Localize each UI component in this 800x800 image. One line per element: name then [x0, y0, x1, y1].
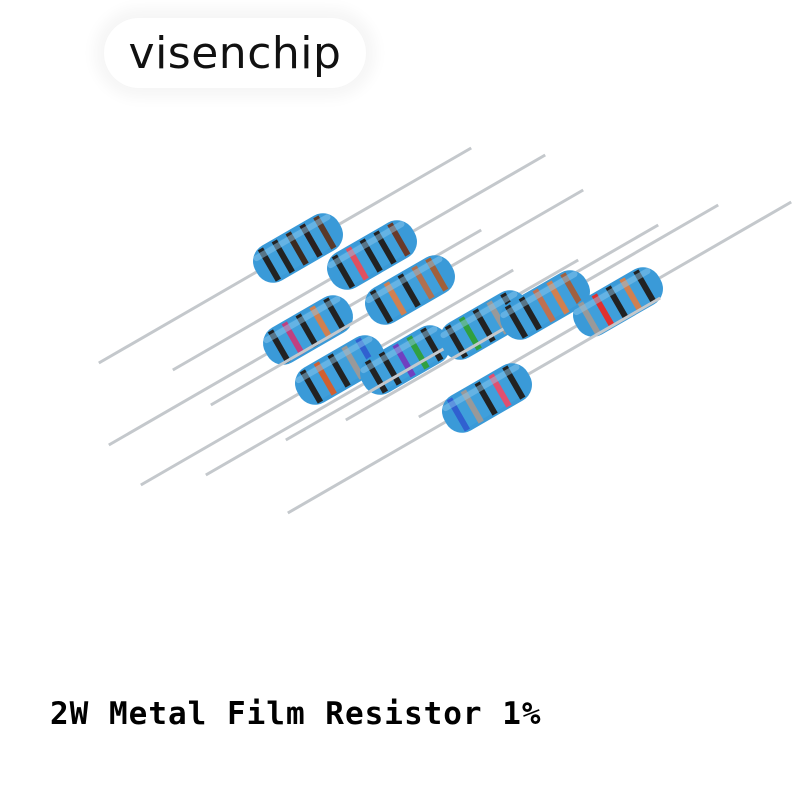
- resistor: [108, 228, 482, 447]
- resistor: [140, 268, 514, 487]
- resistor: [345, 203, 719, 422]
- resistor: [287, 296, 661, 515]
- resistor: [98, 146, 472, 365]
- resistor: [210, 188, 584, 407]
- brand-logo: visenchip: [104, 18, 366, 88]
- resistor: [172, 153, 546, 372]
- product-caption: 2W Metal Film Resistor 1%: [50, 696, 542, 732]
